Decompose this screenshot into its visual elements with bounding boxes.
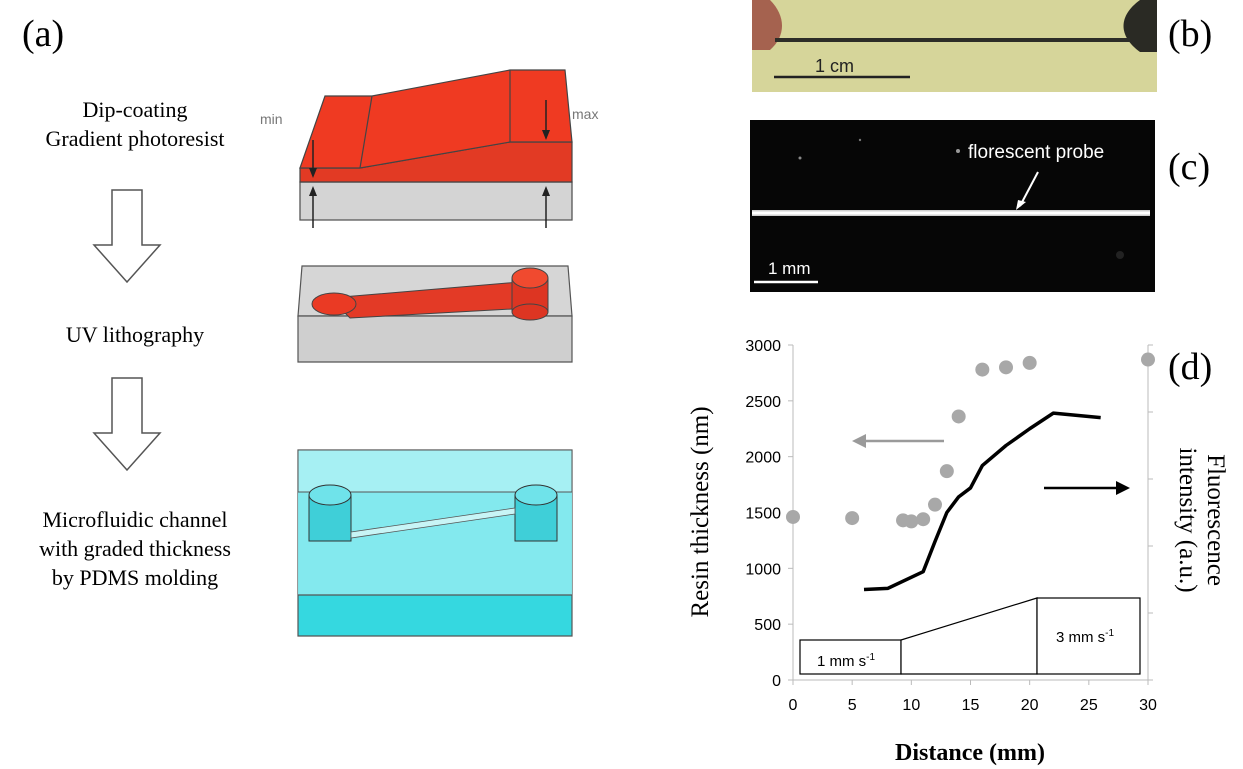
speed-low-label: 1 mm s-1: [817, 652, 876, 670]
y2-axis-title-line1: Fluorescence: [1202, 454, 1229, 586]
speed-high-label: 3 mm s-1: [1056, 628, 1115, 646]
photo-b: [752, 0, 1157, 92]
step-pdms-molding: Microfluidic channel with graded thickne…: [5, 505, 265, 592]
resin-thickness-point: [786, 509, 800, 524]
resin-thickness-point: [928, 497, 942, 512]
resin-thickness-point: [845, 511, 860, 526]
fluorescence-line: [863, 411, 1101, 592]
step-dip-coating-line2: Gradient photoresist: [45, 126, 225, 151]
y-axis-title: Resin thickness (nm): [687, 406, 714, 617]
x-tick-label: 30: [1139, 697, 1157, 714]
y-tick-label: 0: [772, 673, 781, 690]
step-pdms-line3: by PDMS molding: [51, 565, 219, 590]
x-axis-title: Distance (mm): [895, 740, 1045, 766]
panel-label-a: (a): [22, 13, 65, 55]
probe-label: florescent probe: [968, 142, 1104, 163]
step-pdms-line2: with graded thickness: [39, 536, 231, 561]
speed-low-exp: -1: [866, 652, 875, 663]
resin-thickness-point: [999, 360, 1013, 375]
uv-lithography-diagram: [297, 265, 573, 363]
resin-thickness-point: [1141, 352, 1155, 367]
substrate-front: [297, 315, 573, 363]
resin-thickness-point: [904, 514, 919, 529]
down-arrow-2: [92, 377, 162, 472]
resin-thickness-point: [939, 464, 954, 479]
min-label: min: [260, 111, 283, 127]
y-tick-label: 2500: [745, 394, 781, 411]
step-dip-coating-line1: Dip-coating: [82, 97, 188, 122]
resin-thickness-point: [975, 362, 990, 377]
resin-thickness-point: [1022, 355, 1037, 370]
chart-d: 0 500 1000 1500 2000 2500 3000 0 5 10 15 20 25 30 1 …: [745, 338, 1157, 714]
photo-c: [750, 120, 1155, 292]
x-tick-label: 5: [848, 697, 857, 714]
dip-coating-diagram: [299, 69, 573, 228]
resist-top: [299, 69, 573, 169]
panel-label-d: (d): [1168, 346, 1213, 388]
x-tick-label: 15: [962, 697, 980, 714]
down-arrow-1: [92, 189, 162, 284]
x-tick-label: 25: [1080, 697, 1098, 714]
x-tick-label: 20: [1021, 697, 1039, 714]
y-tick-label: 3000: [745, 338, 781, 355]
x-tick-label: 0: [789, 697, 798, 714]
resin-thickness-point: [916, 512, 931, 527]
panel-label-c: (c): [1168, 146, 1211, 188]
y2-axis-title-line2: intensity (a.u.): [1174, 447, 1201, 592]
speed-indicator: [799, 597, 1141, 675]
y-tick-label: 2000: [745, 450, 781, 467]
resin-thickness-point: [951, 409, 966, 424]
scale-label-b: 1 cm: [815, 56, 854, 76]
y-tick-label: 1000: [745, 561, 781, 578]
scale-label-c: 1 mm: [768, 259, 811, 278]
y-tick-label: 500: [754, 617, 781, 634]
speed-high-exp: -1: [1105, 628, 1114, 639]
pdms-diagram: [297, 449, 573, 637]
panel-label-b: (b): [1168, 13, 1213, 55]
step-dip-coating: Dip-coating Gradient photoresist: [10, 95, 260, 153]
step-uv-lithography: UV lithography: [65, 322, 205, 347]
max-label: max: [572, 106, 598, 122]
x-tick-label: 10: [902, 697, 920, 714]
step-pdms-line1: Microfluidic channel: [42, 507, 228, 532]
substrate-slab: [299, 181, 573, 221]
y-tick-label: 1500: [745, 506, 781, 523]
